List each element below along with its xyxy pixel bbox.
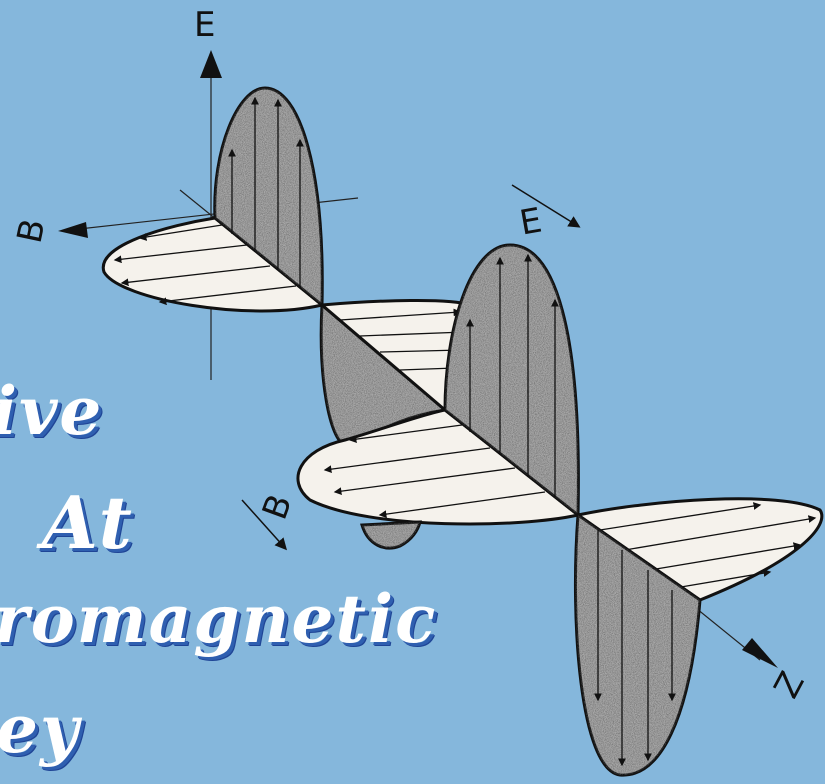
e-axis-label-top: E [194, 8, 215, 42]
title-line-2: At [42, 480, 134, 565]
b-axis-arrowhead [58, 222, 88, 238]
lower-small-lobe [362, 522, 420, 548]
title-line-3: romagnetic [0, 580, 437, 658]
title-line-4: ey [0, 690, 80, 768]
z-axis-arrowhead [742, 638, 778, 668]
title-line-1: ive [0, 372, 103, 450]
e-axis-arrowhead [200, 50, 222, 78]
